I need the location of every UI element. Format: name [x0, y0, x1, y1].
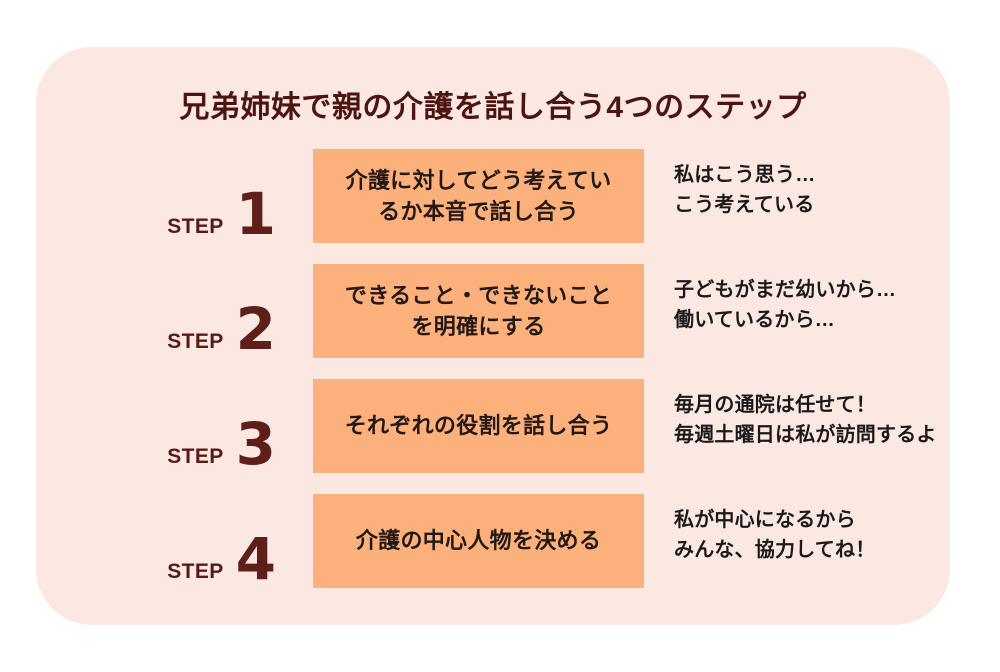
step-note-line2: みんな、協力してね！ — [674, 539, 876, 561]
step-note-3: 毎月の通院は任せて！ 毎週土曜日は私が訪問するよ — [674, 390, 1000, 450]
step-heading-text: できること・できないこと を明確にする — [345, 280, 612, 342]
step-note-line2: 毎週土曜日は私が訪問するよ — [674, 424, 937, 446]
step-row: STEP 4 介護の中心人物を決める 私が中心になるから みんな、協力してね！ — [36, 493, 950, 608]
content-panel: 兄弟姉妹で親の介護を話し合う4つのステップ STEP 1 介護に対してどう考えて… — [36, 47, 950, 625]
step-note-line1: 毎月の通院は任せて！ — [674, 394, 876, 416]
step-row: STEP 3 それぞれの役割を話し合う 毎月の通院は任せて！ 毎週土曜日は私が訪… — [36, 378, 950, 493]
step-note-2: 子どもがまだ幼いから… 働いているから… — [674, 275, 1000, 335]
step-heading-line1: 介護に対してどう考えてい — [345, 167, 612, 193]
step-heading-line1: 介護の中心人物を決める — [355, 528, 602, 554]
step-marker-3: STEP 3 — [124, 378, 276, 493]
step-label: STEP — [167, 560, 224, 583]
step-number: 3 — [235, 410, 276, 479]
step-note-line2: 働いているから… — [674, 309, 835, 331]
step-marker-4: STEP 4 — [124, 493, 276, 608]
step-marker-1: STEP 1 — [124, 148, 276, 263]
step-heading-text: 介護の中心人物を決める — [356, 525, 601, 556]
step-label: STEP — [167, 330, 224, 353]
step-number: 4 — [235, 525, 276, 594]
step-heading-box-3: それぞれの役割を話し合う — [313, 379, 644, 473]
step-note-line1: 私が中心になるから — [674, 509, 856, 531]
step-row: STEP 1 介護に対してどう考えてい るか本音で話し合う 私はこう思う… こう… — [36, 148, 950, 263]
step-label: STEP — [167, 445, 224, 468]
step-heading-box-1: 介護に対してどう考えてい るか本音で話し合う — [313, 149, 644, 243]
step-heading-line2: を明確にする — [411, 314, 546, 339]
step-heading-line1: それぞれの役割を話し合う — [344, 413, 613, 439]
step-number: 1 — [235, 180, 276, 249]
step-heading-line1: できること・できないこと — [344, 282, 613, 308]
step-heading-box-2: できること・できないこと を明確にする — [313, 264, 644, 358]
page-title: 兄弟姉妹で親の介護を話し合う4つのステップ — [179, 91, 807, 124]
step-heading-text: それぞれの役割を話し合う — [345, 410, 613, 441]
step-heading-line2: るか本音で話し合う — [378, 199, 579, 224]
step-marker-2: STEP 2 — [124, 263, 276, 378]
step-label: STEP — [167, 215, 224, 238]
step-note-line1: 私はこう思う… — [674, 164, 816, 186]
step-note-line2: こう考えている — [674, 194, 815, 216]
step-note-1: 私はこう思う… こう考えている — [674, 160, 1000, 220]
step-number: 2 — [235, 295, 276, 364]
steps-list: STEP 1 介護に対してどう考えてい るか本音で話し合う 私はこう思う… こう… — [36, 148, 950, 608]
step-note-line1: 子どもがまだ幼いから… — [674, 279, 897, 301]
step-heading-box-4: 介護の中心人物を決める — [313, 494, 644, 588]
step-heading-text: 介護に対してどう考えてい るか本音で話し合う — [346, 165, 612, 227]
step-note-4: 私が中心になるから みんな、協力してね！ — [674, 505, 1000, 565]
step-row: STEP 2 できること・できないこと を明確にする 子どもがまだ幼いから… 働… — [36, 263, 950, 378]
